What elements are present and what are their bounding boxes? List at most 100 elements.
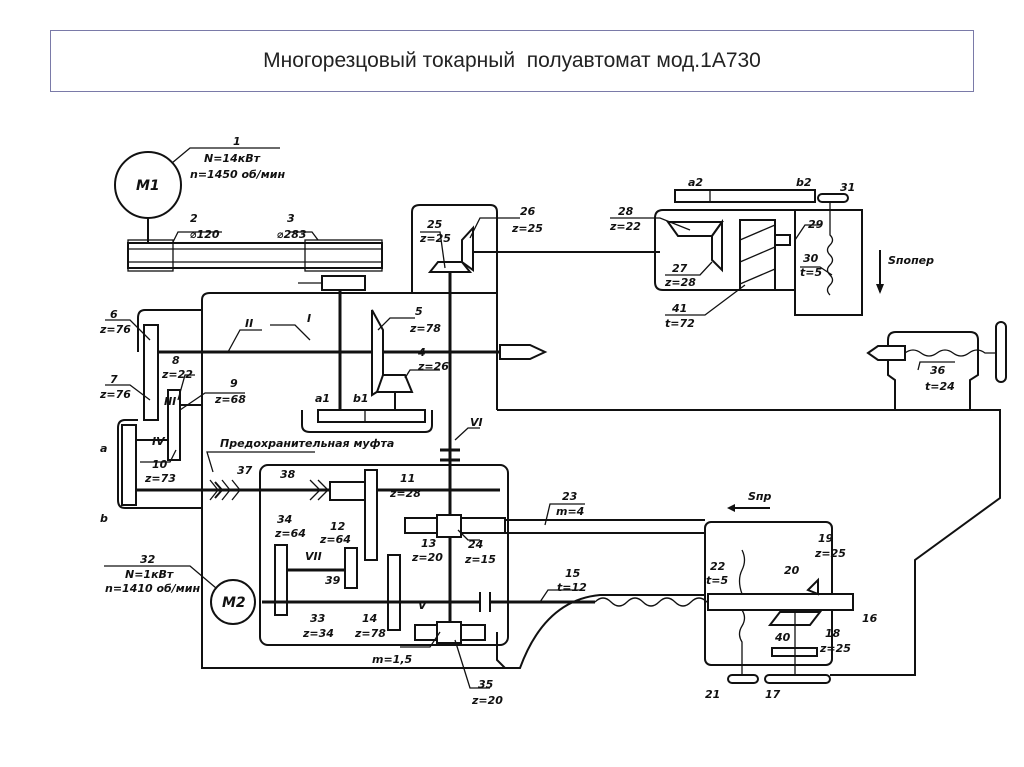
- diagram-label: IV: [152, 435, 166, 448]
- motor-m1: [114, 147, 280, 243]
- diagram-label: z=76: [99, 388, 131, 401]
- diagram-label: a1: [315, 392, 330, 405]
- diagram-label: 8: [172, 354, 180, 367]
- diagram-label: n=1450 об/мин: [190, 168, 285, 181]
- diagram-label: 28: [618, 205, 634, 218]
- tailstock: [887, 331, 979, 410]
- diagram-label: a2: [688, 176, 703, 189]
- diagram-label: 2: [190, 212, 198, 225]
- diagram-label: 38: [280, 468, 296, 481]
- diagram-label: 22: [710, 560, 726, 573]
- diagram-label: 12: [330, 520, 346, 533]
- diagram-label: ⌀120: [190, 228, 220, 241]
- diagram-label: a: [100, 442, 107, 455]
- change-gears-a2-b2: [674, 189, 816, 203]
- labels: M1 M2 1 N=14кВт n=1450 об/мин 2 ⌀120 3 ⌀…: [99, 135, 955, 707]
- diagram-label: z=20: [471, 694, 503, 707]
- diagram-label: 5: [415, 305, 423, 318]
- diagram-label: b2: [796, 176, 812, 189]
- diagram-label: z=26: [417, 360, 449, 373]
- machine-bed: [497, 409, 1001, 676]
- diagram-label: t=12: [557, 581, 587, 594]
- diagram-label: z=76: [99, 323, 131, 336]
- diagram-label: z=78: [354, 627, 386, 640]
- diagram-label: 13: [421, 537, 437, 550]
- diagram-label: 15: [565, 567, 581, 580]
- diagram-label: N=14кВт: [204, 152, 261, 165]
- diagram-label: 40: [774, 631, 791, 644]
- diagram-label: z=28: [664, 276, 696, 289]
- diagram-label: 20: [784, 564, 800, 577]
- diagram-label: 33: [310, 612, 326, 625]
- diagram-label: 27: [672, 262, 688, 275]
- diagram-label: t=24: [925, 380, 955, 393]
- diagram-label: 11: [400, 472, 415, 485]
- diagram-label: z=25: [819, 642, 851, 655]
- handwheel-21[interactable]: [727, 674, 759, 684]
- diagram-label: z=22: [161, 368, 193, 381]
- bevel-box-25-26: [411, 204, 498, 293]
- diagram-label: 39: [325, 574, 341, 587]
- diagram-label: 4: [417, 346, 426, 359]
- feed-gearbox: [259, 464, 509, 646]
- diagram-label: I: [307, 312, 311, 325]
- diagram-label: Sпр: [748, 490, 772, 503]
- diagram-label: 18: [825, 627, 841, 640]
- diagram-label: z=20: [411, 551, 443, 564]
- diagram-label: 3: [287, 212, 295, 225]
- diagram-label: 29: [808, 218, 824, 231]
- diagram-label: 26: [520, 205, 536, 218]
- diagram-label: III: [164, 395, 176, 408]
- leader-lines: [105, 217, 955, 689]
- diagram-label: Sпопер: [888, 254, 934, 267]
- diagram-label: V: [418, 599, 428, 612]
- diagram-label: t=5: [800, 266, 822, 279]
- diagram-label: 37: [237, 464, 253, 477]
- page-title: Многорезцовый токарный полуавтомат мод.1…: [263, 49, 761, 72]
- diagram-label: z=15: [464, 553, 496, 566]
- diagram-label: n=1410 об/мин: [105, 582, 200, 595]
- diagram-label: 1: [233, 135, 241, 148]
- tailstock-handwheel[interactable]: [995, 321, 1007, 383]
- diagram-label: z=25: [814, 547, 846, 560]
- diagram-label: 25: [427, 218, 443, 231]
- diagram-label: 16: [862, 612, 878, 625]
- diagram-label: z=68: [214, 393, 246, 406]
- diagram-label: 34: [277, 513, 292, 526]
- diagram-label: ⌀283: [277, 228, 307, 241]
- diagram-label: 17: [765, 688, 781, 701]
- belt-drive: [127, 231, 383, 272]
- diagram-label: N=1кВт: [125, 568, 174, 581]
- diagram-label: z=28: [389, 487, 421, 500]
- diagram-label: 10: [152, 458, 168, 471]
- diagram-label: M1: [136, 178, 160, 194]
- diagram-label: t=72: [665, 317, 695, 330]
- diagram-label: 36: [930, 364, 946, 377]
- diagram-label: Предохранительная муфта: [220, 437, 394, 450]
- diagram-label: VII: [305, 550, 322, 563]
- diagram-label: m=4: [556, 505, 584, 518]
- motor-m2: [210, 579, 256, 625]
- diagram-label: z=64: [274, 527, 306, 540]
- diagram-label: 6: [110, 308, 118, 321]
- diagram-label: 24: [468, 538, 483, 551]
- gear-pulley-small: [321, 275, 366, 291]
- diagram-label: z=25: [419, 232, 451, 245]
- diagram-label: z=64: [319, 533, 351, 546]
- handwheel-17[interactable]: [764, 674, 831, 684]
- diagram-label: 32: [140, 553, 156, 566]
- diagram-label: z=25: [511, 222, 543, 235]
- diagram-label: m=1,5: [372, 653, 413, 666]
- diagram-label: z=73: [144, 472, 176, 485]
- diagram-label: 14: [362, 612, 377, 625]
- diagram-label: VI: [470, 416, 483, 429]
- diagram-label: 19: [818, 532, 834, 545]
- diagram-label: 23: [562, 490, 578, 503]
- diagram-label: II: [245, 317, 253, 330]
- diagram-label: 35: [478, 678, 494, 691]
- diagram-label: z=78: [409, 322, 441, 335]
- diagram-label: b: [100, 512, 108, 525]
- diagram-label: 41: [671, 302, 687, 315]
- diagram-label: t=5: [706, 574, 728, 587]
